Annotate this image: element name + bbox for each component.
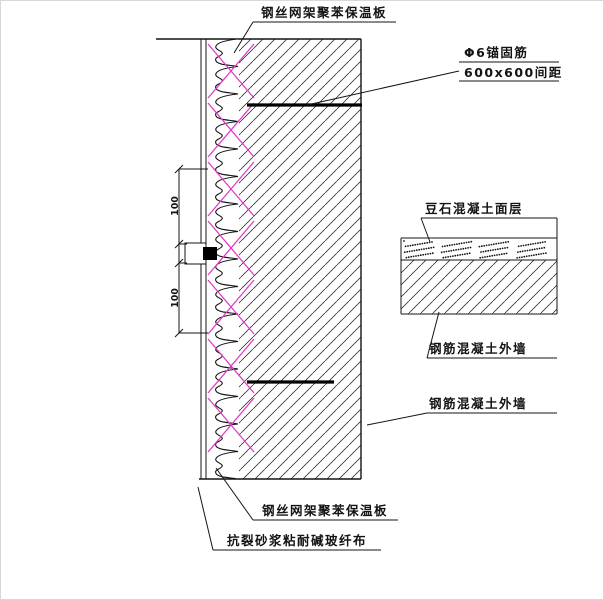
dim-value-lower: 100 [170,288,181,308]
label-finish-layer: 豆石混凝土面层 [425,201,523,216]
label-insulation-top: 钢丝网架聚苯保温板 [261,5,387,20]
pea-gravel-stipple [403,240,547,259]
fixing-bracket-outline [184,242,207,265]
floor-slab-assembly [400,218,558,315]
dimension-assembly: 100 100 [170,164,208,338]
dim-value-upper: 100 [170,196,181,216]
fixing-bracket-block [203,247,217,260]
label-wall-lower: 钢筋混凝土外墙 [429,396,527,411]
leader-lines [197,21,559,551]
label-anchor-spec: Φ6锚固筋 [464,45,528,60]
label-insulation-bottom: 钢丝网架聚苯保温板 [262,503,388,518]
insulation-board-zigzag-profile [215,38,239,480]
wire-mesh-x-marks [207,43,255,453]
label-anchor-spacing: 600x600间距 [464,65,563,80]
label-mortar-layer: 抗裂砂浆粘耐碱玻纤布 [227,533,367,548]
label-wall-upper: 钢筋混凝土外墙 [429,341,527,356]
floor-slab-hatch [401,260,557,314]
concrete-wall-hatch [239,39,361,479]
